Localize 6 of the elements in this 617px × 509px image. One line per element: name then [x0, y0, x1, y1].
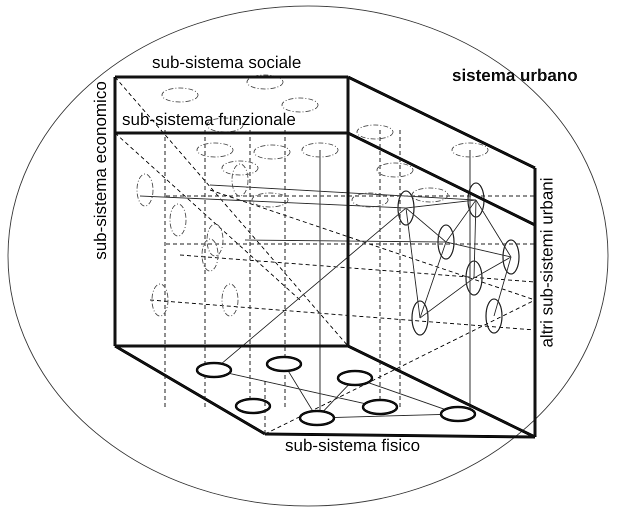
layer-label: sub-sistema sociale	[152, 54, 302, 71]
layer-label: sub-sistema fisico	[285, 437, 420, 454]
layer-label: sub-sistema funzionale	[122, 111, 296, 128]
layer-label: sub-sistema economico	[91, 80, 108, 260]
layer-label: altri sub-sistemi urbani	[538, 176, 556, 348]
system-label: sistema urbano	[452, 67, 578, 84]
